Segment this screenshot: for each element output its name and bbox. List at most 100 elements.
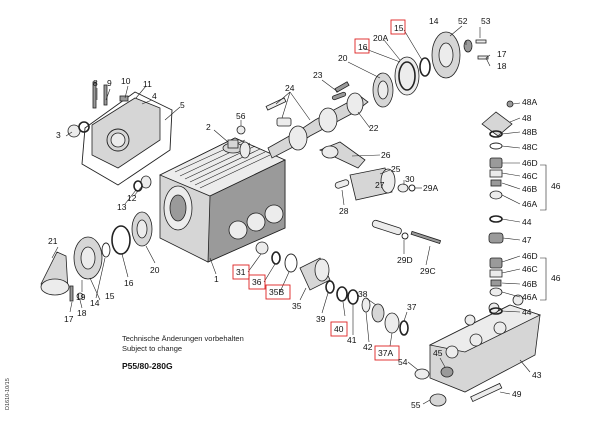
oil-cap-drawing	[40, 251, 84, 302]
sight-glass-drawing	[133, 175, 152, 192]
part-label-22: 22	[369, 123, 379, 133]
part-label-46d-top: 46D	[522, 158, 538, 168]
part-label-56: 56	[236, 111, 246, 121]
part-label-16-top: 16	[358, 42, 368, 52]
part-label-20-top: 20	[338, 53, 348, 63]
part-label-3: 3	[56, 130, 61, 140]
highlight-box-36	[248, 274, 266, 290]
model-number: P55/80-280G	[122, 361, 173, 371]
part-label-55: 55	[411, 400, 421, 410]
highlight-box-40	[330, 321, 348, 337]
part-label-49: 49	[512, 389, 522, 399]
part-label-36: 36	[252, 277, 262, 287]
key-drawing	[331, 91, 347, 101]
part-label-44-top: 44	[522, 217, 532, 227]
part-label-20a: 20A	[373, 33, 388, 43]
plug-54-55-drawing	[414, 368, 447, 407]
part-label-53: 53	[481, 16, 491, 26]
part-label-42: 42	[363, 342, 373, 352]
part-label-8: 8	[93, 78, 98, 88]
part-label-41: 41	[347, 335, 357, 345]
part-label-43: 43	[532, 370, 542, 380]
part-label-48c: 48C	[522, 142, 538, 152]
part-label-40: 40	[334, 324, 344, 334]
highlight-box-31	[232, 264, 250, 280]
part-label-46b-top: 46B	[522, 184, 537, 194]
part-label-46d-bot: 46D	[522, 251, 538, 261]
part-label-48a: 48A	[522, 97, 537, 107]
part-label-30: 30	[405, 174, 415, 184]
part-label-20-bot: 20	[150, 265, 160, 275]
part-label-54: 54	[398, 357, 408, 367]
seal-stack-drawing	[255, 241, 409, 336]
breather-drawing	[222, 125, 251, 159]
part-label-19: 19	[76, 292, 86, 302]
part-label-9: 9	[107, 78, 112, 88]
highlight-box-16	[354, 38, 370, 54]
part-label-46a-bot: 46A	[522, 292, 537, 302]
part-label-16-bot: 16	[124, 278, 134, 288]
part-label-2: 2	[206, 122, 211, 132]
crankcase-drawing	[159, 137, 286, 263]
highlight-box-37a	[374, 345, 400, 361]
part-label-15-top: 15	[394, 23, 404, 33]
part-label-13: 13	[117, 202, 127, 212]
part-label-28: 28	[339, 206, 349, 216]
part-label-44-bot: 44	[522, 307, 532, 317]
part-label-23: 23	[313, 70, 323, 80]
part-label-48: 48	[522, 113, 532, 123]
side-document-code: D1610-10/15	[5, 378, 11, 410]
part-label-47: 47	[522, 235, 532, 245]
part-label-18-bot: 18	[77, 308, 87, 318]
highlight-box-35b	[265, 284, 291, 300]
part-label-24: 24	[285, 83, 295, 93]
part-label-5: 5	[180, 100, 185, 110]
part-label-29c: 29C	[420, 266, 436, 276]
plunger-drawing	[371, 219, 442, 245]
part-label-15-bot: 15	[105, 291, 115, 301]
plug-45-drawing	[440, 366, 454, 378]
part-label-35b: 35B	[269, 287, 284, 297]
part-label-4: 4	[152, 91, 157, 101]
crankcase-cover-drawing	[81, 81, 173, 186]
part-label-46-top: 46	[551, 181, 561, 191]
part-label-48b: 48B	[522, 127, 537, 137]
part-label-39: 39	[316, 314, 326, 324]
valve-stack-drawing	[481, 100, 514, 315]
part-label-37a: 37A	[378, 348, 393, 358]
part-label-17-top: 17	[497, 49, 507, 59]
part-label-31: 31	[236, 267, 246, 277]
note-line-de: Technische Änderungen vorbehalten	[122, 334, 244, 343]
pump-head-drawing	[428, 294, 542, 403]
part-label-26: 26	[381, 150, 391, 160]
part-label-1: 1	[214, 274, 219, 284]
part-label-10: 10	[121, 76, 131, 86]
part-label-46a-top: 46A	[522, 199, 537, 209]
part-label-37: 37	[407, 302, 417, 312]
bearing-right-drawing	[372, 56, 431, 108]
leader-lines	[51, 25, 547, 405]
highlight-boxes	[232, 19, 406, 361]
part-labels: 8 9 10 11 4 3 5 2 56 24 23 22 20 20A 16 …	[48, 16, 561, 410]
bearing-cover-right-drawing	[431, 31, 489, 79]
piston-drawing	[349, 167, 396, 201]
bearing-left-drawing	[73, 211, 153, 280]
part-label-52: 52	[458, 16, 468, 26]
part-label-29a: 29A	[423, 183, 438, 193]
notes-block: Technische Änderungen vorbehalten Subjec…	[5, 334, 244, 410]
part-label-18-top: 18	[497, 61, 507, 71]
oil-plug-drawing	[67, 121, 90, 138]
part-label-35: 35	[292, 301, 302, 311]
part-label-27: 27	[375, 180, 385, 190]
part-label-46b-bot: 46B	[522, 279, 537, 289]
part-label-46-bot: 46	[551, 273, 561, 283]
part-label-14-bot: 14	[90, 298, 100, 308]
part-label-29d: 29D	[397, 255, 413, 265]
highlight-box-15	[390, 19, 406, 35]
part-label-21: 21	[48, 236, 58, 246]
part-label-12: 12	[127, 193, 137, 203]
con-rod-drawing	[319, 141, 366, 169]
part-label-38: 38	[358, 289, 368, 299]
part-label-14-top: 14	[429, 16, 439, 26]
